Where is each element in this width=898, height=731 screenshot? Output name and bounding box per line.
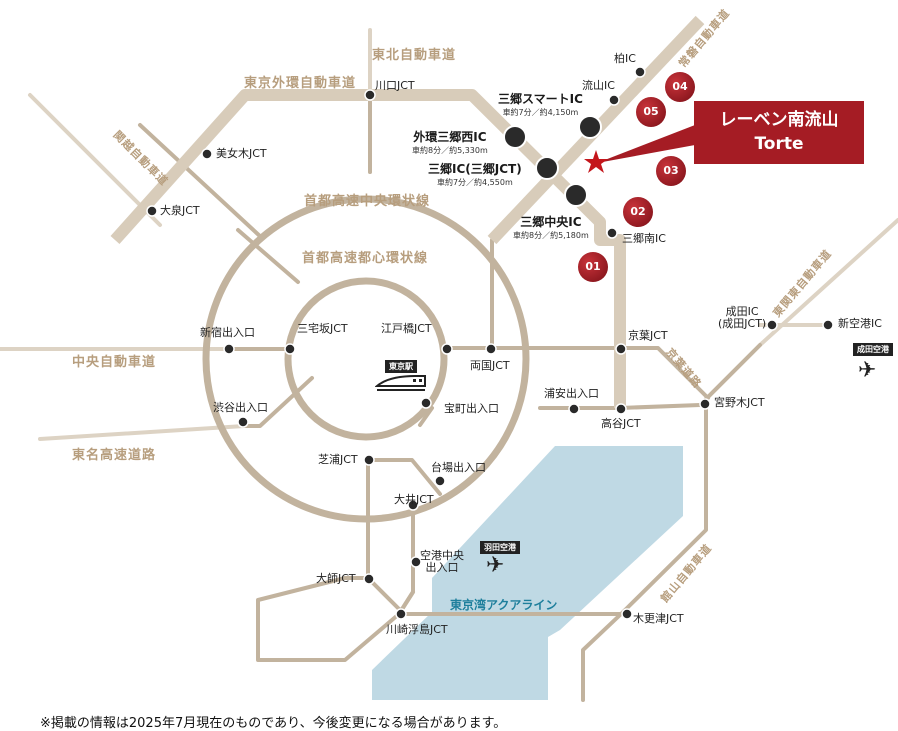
label-miyakezaka: 三宅坂JCT — [297, 322, 348, 335]
label-ryogoku: 両国JCT — [470, 359, 510, 372]
label-miyanogi: 宮野木JCT — [714, 396, 765, 409]
label-koya: 高谷JCT — [601, 417, 641, 430]
road-gaikan: 東京外環自動車道 — [244, 76, 357, 91]
label-kawaguchi: 川口JCT — [375, 79, 415, 92]
label-shibaura: 芝浦JCT — [318, 453, 358, 466]
callout-pointer — [597, 125, 695, 163]
road-aqualine: 東京湾アクアライン — [450, 598, 558, 612]
tokyo-bay — [372, 446, 683, 700]
plane-icon: ✈ — [858, 358, 877, 383]
label-nagareyama: 流山IC — [582, 79, 615, 92]
marker-05: 05 — [636, 97, 666, 127]
label-takaramachi: 宝町出入口 — [444, 402, 499, 415]
badge-tokyo-station: 東京駅 — [385, 360, 417, 373]
ic-misato-smart: 三郷スマートIC 車約7分／約4,150m — [498, 92, 583, 117]
road-chuo: 中央自動車道 — [72, 355, 157, 370]
ic-misato-chuo: 三郷中央IC 車約8分／約5,180m — [513, 215, 589, 240]
label-daishi: 大師JCT — [316, 572, 356, 585]
disclaimer-footer: ※掲載の情報は2025年7月現在のものであり、今後変更になる場合があります。 — [40, 716, 507, 731]
road-tohoku: 東北自動車道 — [372, 48, 457, 63]
label-kuko-chuo: 空港中央 出入口 — [420, 549, 464, 575]
property-star-icon — [584, 150, 608, 173]
marker-03: 03 — [656, 156, 686, 186]
label-misato-minami: 三郷南IC — [622, 232, 666, 245]
label-daiba: 台場出入口 — [431, 461, 486, 474]
marker-04: 04 — [665, 72, 695, 102]
badge-haneda: 羽田空港 — [480, 541, 520, 554]
label-keiyo-jct: 京葉JCT — [628, 329, 668, 342]
label-urayasu: 浦安出入口 — [544, 387, 599, 400]
label-bijogi: 美女木JCT — [216, 147, 267, 160]
label-shinkuko: 新空港IC — [838, 317, 882, 330]
property-subname: Torte — [754, 134, 804, 154]
label-oizumi: 大泉JCT — [160, 204, 200, 217]
train-icon — [375, 375, 426, 391]
property-callout: レーベン南流山 Torte — [694, 101, 864, 164]
label-shibuya: 渋谷出入口 — [213, 401, 268, 414]
property-name: レーベン南流山 — [719, 110, 839, 130]
label-edobashi: 江戸橋JCT — [381, 322, 432, 335]
badge-narita: 成田空港 — [853, 343, 893, 356]
road-tomei: 東名高速道路 — [72, 448, 157, 463]
road-inner-loop: 首都高速都心環状線 — [302, 251, 429, 266]
label-shinjuku: 新宿出入口 — [200, 326, 255, 339]
label-kisarazu: 木更津JCT — [633, 612, 684, 625]
label-narita-ic: 成田IC (成田JCT) — [718, 305, 767, 331]
label-kawasaki-ukishima: 川崎浮島JCT — [386, 623, 448, 636]
plane-icon: ✈ — [486, 553, 505, 578]
label-kashiwa: 柏IC — [614, 52, 636, 65]
road-central-loop: 首都高速中央環状線 — [304, 194, 431, 209]
label-oi: 大井JCT — [394, 493, 434, 506]
marker-01: 01 — [578, 252, 608, 282]
ic-misato: 三郷IC(三郷JCT) 車約7分／約4,550m — [428, 162, 522, 187]
ic-gaikan-misato-nishi: 外環三郷西IC 車約8分／約5,330m — [412, 130, 488, 155]
marker-02: 02 — [623, 197, 653, 227]
